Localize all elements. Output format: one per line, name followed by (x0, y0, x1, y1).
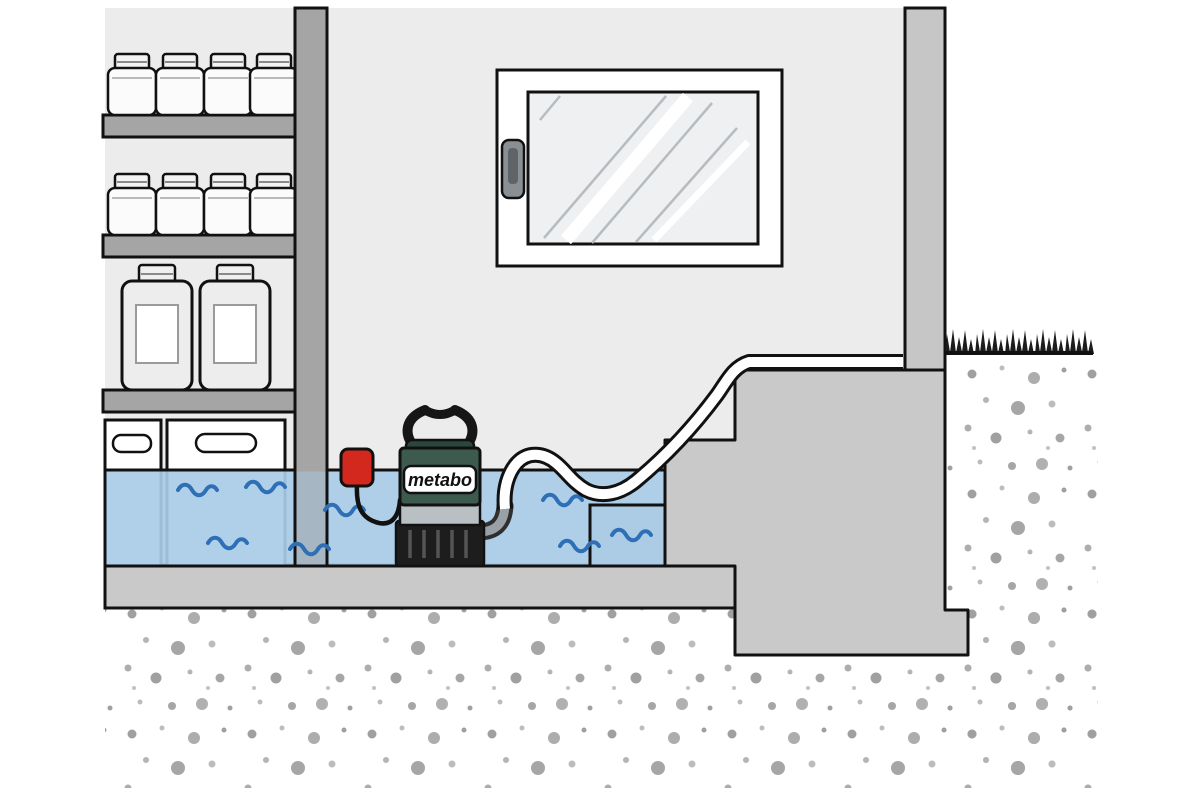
shelf-post (293, 6, 329, 568)
grass-tuft (1035, 329, 1064, 354)
pump-brand-plate (402, 464, 478, 495)
intake-slots (408, 530, 468, 558)
jar-large (120, 263, 194, 392)
float-cable (354, 483, 403, 526)
machine-handle-slot (194, 432, 258, 454)
floor-slab (103, 563, 737, 610)
jar-small (248, 52, 300, 117)
drainage-pump: metabo (394, 405, 514, 568)
machine-handle-slot (111, 433, 153, 454)
grass-tuft (1005, 329, 1034, 354)
jar-small (106, 52, 158, 117)
grass-tuft (945, 329, 974, 354)
window-handle-grip (508, 148, 518, 184)
shelf-board (101, 113, 329, 139)
grass-tuft (1065, 329, 1094, 354)
exterior-wall (903, 6, 947, 372)
jar-large (198, 263, 272, 392)
ground-line (945, 351, 1093, 355)
glass-reflections (539, 92, 751, 244)
jar-small (154, 52, 206, 117)
soil-right-field (945, 352, 1098, 788)
hose-body (499, 357, 903, 510)
jar-shelf-contents (106, 52, 300, 392)
window (495, 68, 784, 268)
grass (945, 329, 1094, 355)
pump-handle-grip (420, 405, 460, 419)
grass-tuft (975, 329, 1004, 354)
jar-small (154, 172, 206, 237)
water-tint-on-post (296, 471, 326, 565)
pump-brand-text: metabo (408, 470, 472, 490)
jar-small (202, 172, 254, 237)
jar-small (106, 172, 158, 237)
drain-hose (496, 354, 903, 510)
float-switch (339, 447, 375, 488)
jar-small (248, 172, 300, 237)
float-switch-assembly (339, 447, 403, 526)
jar-small (202, 52, 254, 117)
shelf-board (101, 233, 329, 259)
shelf-board (101, 388, 329, 414)
